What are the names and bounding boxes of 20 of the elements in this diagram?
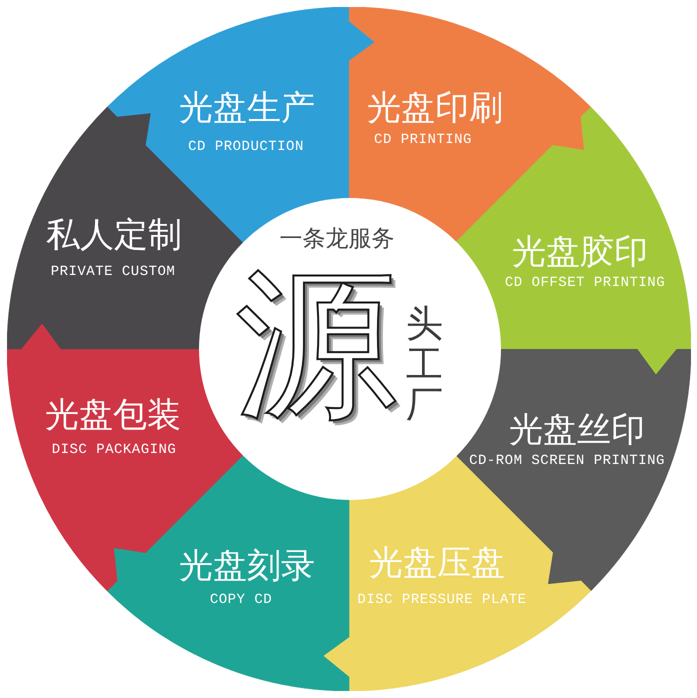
segment-title: 私人定制 [46, 218, 182, 252]
segment-title: 光盘印刷 [367, 91, 503, 125]
arrow-segment [107, 455, 350, 691]
segment-title: 光盘丝印 [509, 413, 645, 447]
segment-subtitle: CD PRINTING [374, 133, 472, 147]
service-tagline: 一条龙服务 [280, 228, 394, 251]
segment-subtitle: DISC PRESSURE PLATE [357, 593, 527, 607]
segment-subtitle: CD-ROM SCREEN PRINTING [469, 454, 665, 468]
segment-subtitle: CD OFFSET PRINTING [504, 276, 666, 290]
segment-title: 光盘生产 [179, 91, 315, 125]
segment-subtitle: COPY CD [210, 593, 272, 607]
arrow-segment [323, 455, 591, 691]
segment-subtitle: PRIVATE CUSTOM [50, 265, 176, 279]
segment-subtitle: DISC PACKAGING [52, 443, 176, 457]
segment-title: 光盘胶印 [512, 235, 648, 269]
segment-title: 光盘压盘 [369, 546, 505, 580]
segment-title: 光盘刻录 [179, 549, 315, 583]
vertical-text: 头工厂 [406, 304, 443, 426]
segment-title: 光盘包装 [45, 398, 181, 432]
segment-subtitle: CD PRODUCTION [188, 140, 304, 154]
